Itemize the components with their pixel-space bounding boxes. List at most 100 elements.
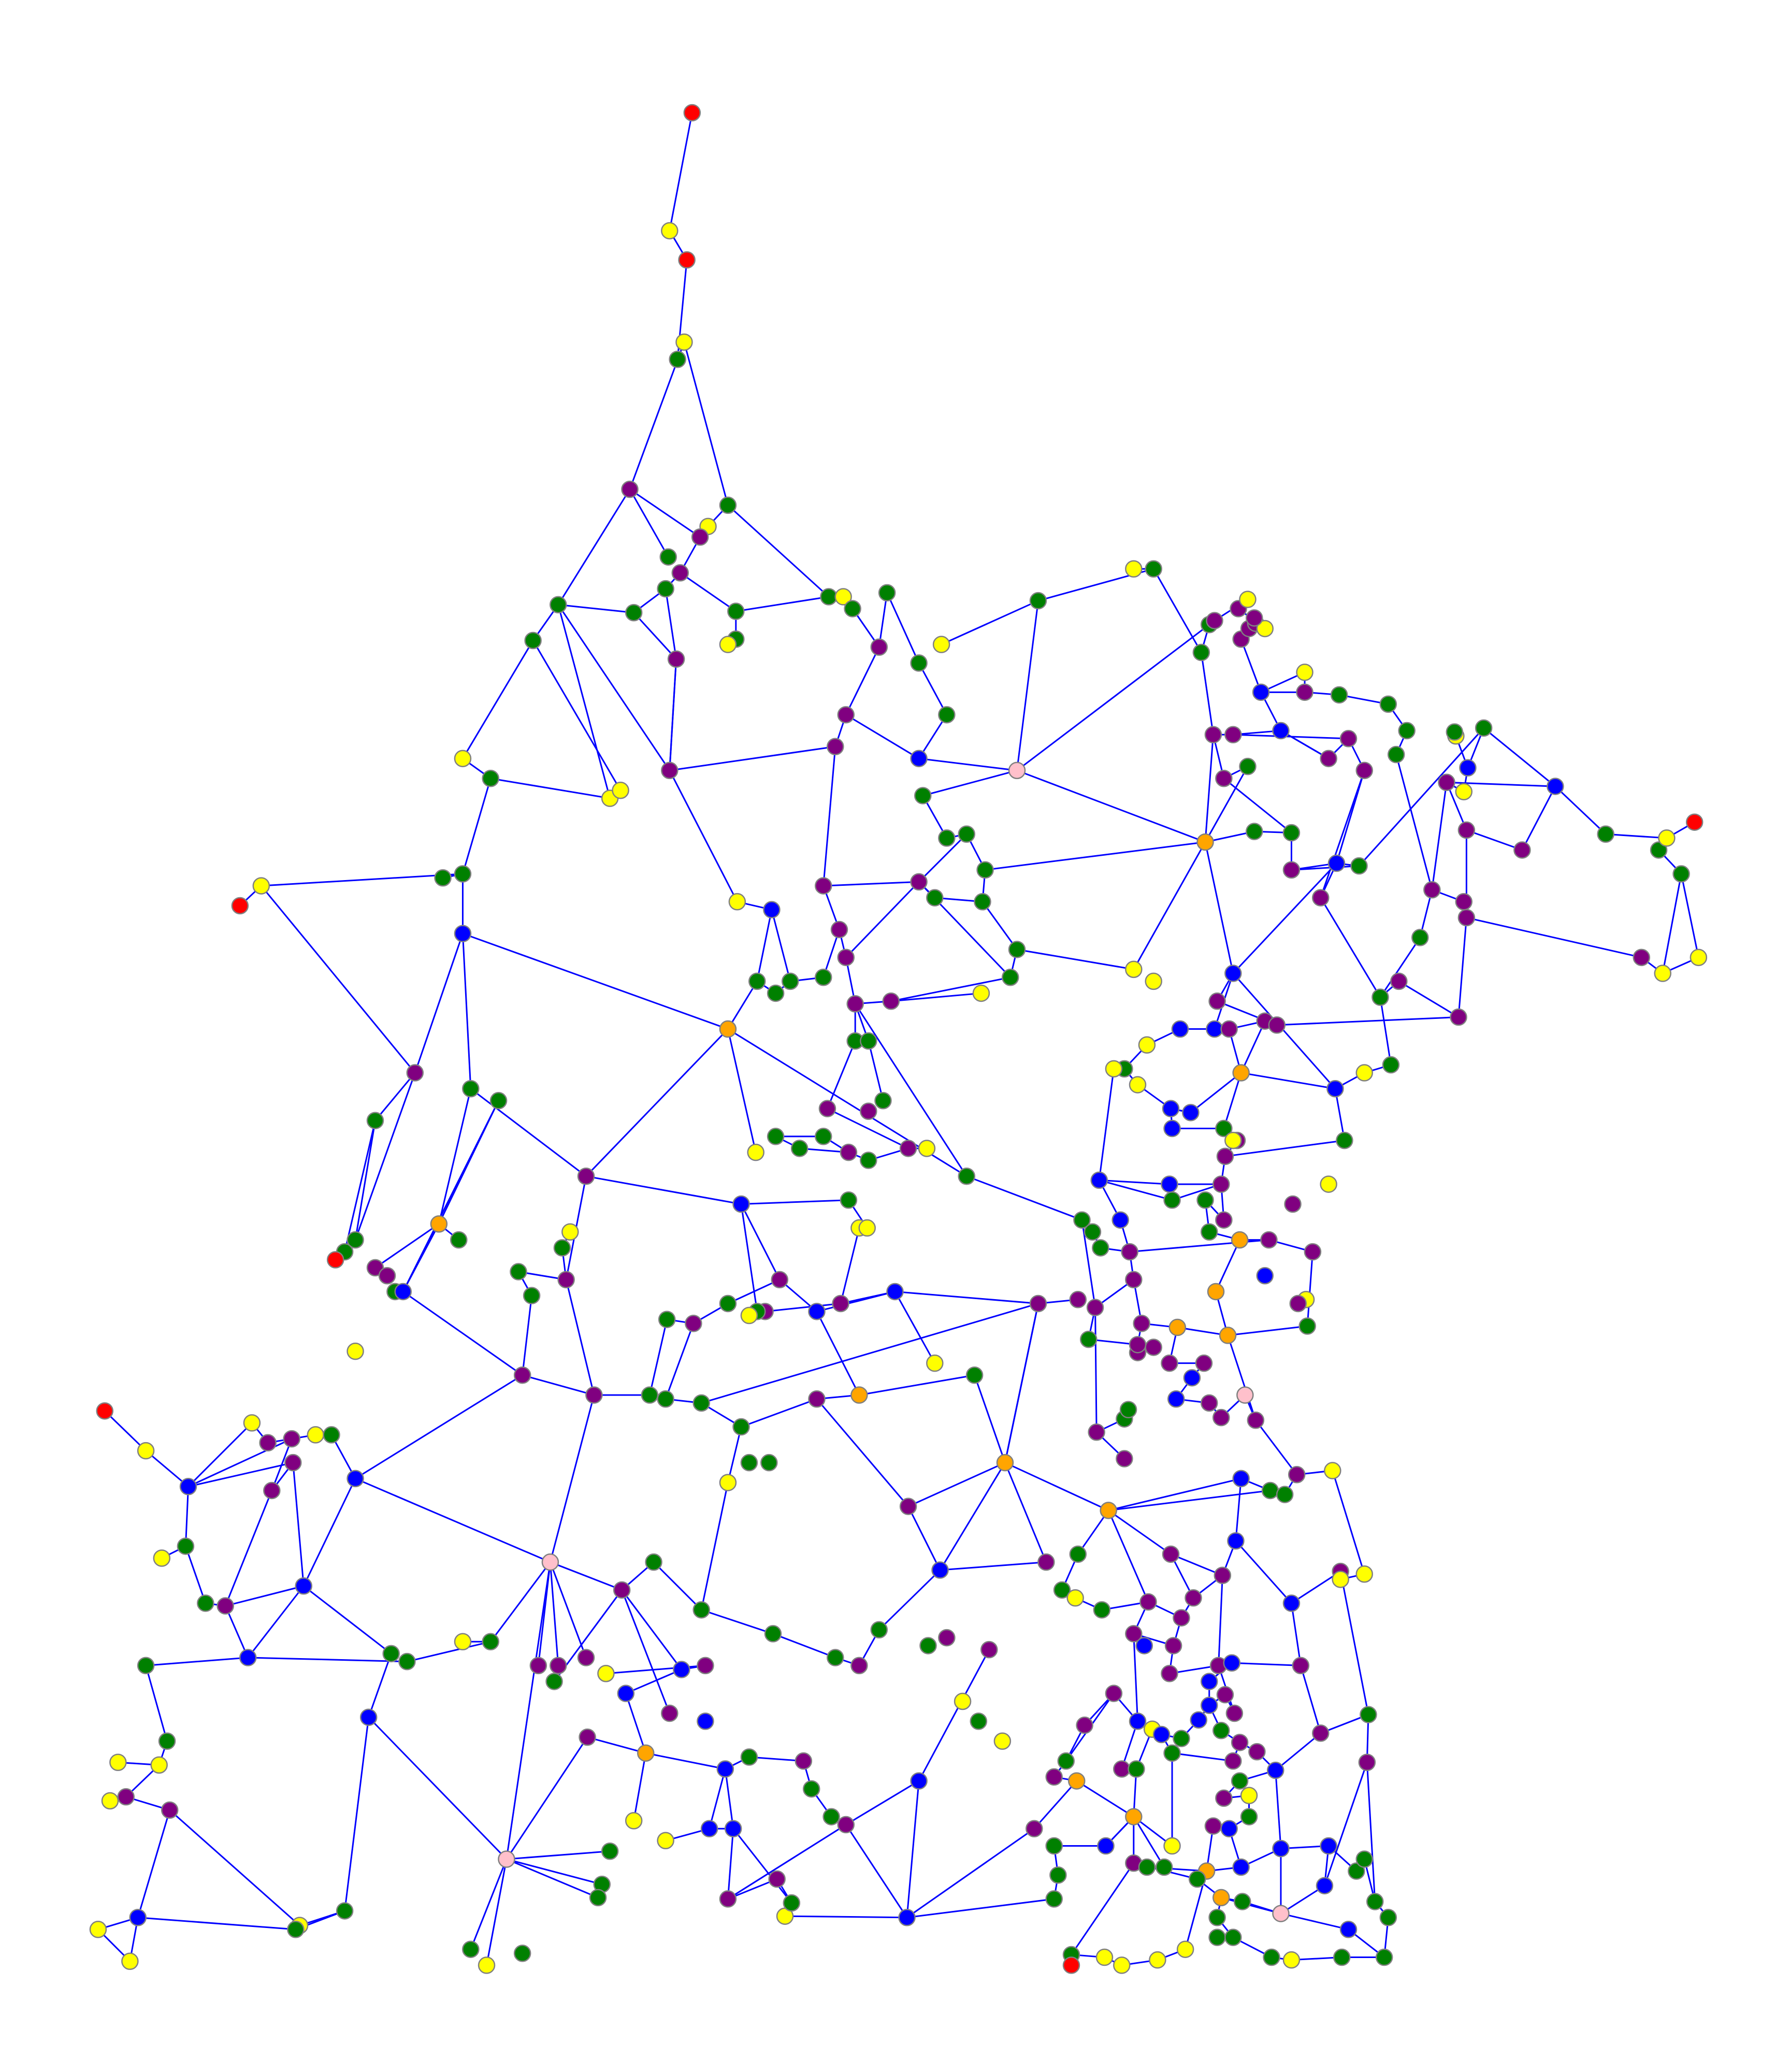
- graph-edge: [1094, 1307, 1098, 1432]
- graph-node-purple: [613, 1581, 631, 1599]
- graph-edge: [557, 488, 631, 606]
- graph-node-yellow: [307, 1426, 325, 1444]
- graph-edge: [918, 833, 968, 883]
- graph-node-purple: [1216, 1686, 1234, 1704]
- graph-node-orange: [1207, 1283, 1225, 1301]
- graph-node-purple: [1312, 1724, 1330, 1742]
- graph-edge: [878, 1569, 941, 1631]
- graph-node-green: [767, 984, 785, 1002]
- graph-node-purple: [1116, 1450, 1133, 1467]
- graph-node-green: [910, 654, 928, 672]
- graph-edge: [1483, 727, 1556, 787]
- graph-edge: [1680, 873, 1699, 958]
- graph-node-green: [767, 1128, 785, 1145]
- graph-node-purple: [1304, 1243, 1322, 1261]
- graph-node-yellow: [1163, 1837, 1181, 1855]
- graph-node-purple: [1457, 821, 1476, 839]
- graph-node-green: [974, 893, 991, 911]
- graph-node-yellow: [719, 1474, 737, 1491]
- graph-node-purple: [1208, 992, 1226, 1010]
- graph-edge: [749, 1756, 804, 1762]
- graph-node-yellow: [1324, 1462, 1341, 1479]
- graph-edge: [1291, 865, 1360, 871]
- graph-edge: [558, 603, 634, 614]
- graph-node-green: [827, 1649, 844, 1666]
- graph-node-blue: [347, 1470, 364, 1488]
- graph-node-green: [1119, 1401, 1137, 1419]
- graph-edge: [438, 1088, 472, 1225]
- graph-node-yellow: [454, 750, 472, 768]
- graph-edge: [374, 1223, 440, 1269]
- graph-node-green: [1276, 1486, 1294, 1503]
- graph-node-purple: [840, 1143, 858, 1161]
- graph-edge: [1240, 1020, 1266, 1073]
- graph-node-yellow: [109, 1753, 127, 1771]
- graph-node-blue: [179, 1478, 197, 1495]
- graph-edge: [1255, 1419, 1297, 1475]
- graph-node-purple: [1457, 909, 1476, 927]
- graph-node-yellow: [740, 1306, 758, 1325]
- graph-node-green: [1073, 1211, 1091, 1229]
- graph-node-purple: [671, 564, 689, 582]
- graph-node-purple: [1220, 1020, 1238, 1038]
- graph-edge: [145, 1450, 189, 1487]
- graph-node-yellow: [1332, 1571, 1349, 1588]
- graph-node-purple: [1438, 773, 1455, 792]
- graph-node-purple: [1339, 730, 1358, 747]
- graph-node-green: [450, 1231, 468, 1249]
- graph-edge: [565, 1279, 595, 1395]
- graph-edge: [374, 1072, 416, 1121]
- graph-edge: [1099, 1179, 1170, 1185]
- graph-node-yellow: [1138, 1036, 1156, 1054]
- graph-node-yellow: [1149, 1951, 1166, 1969]
- graph-edge: [506, 1562, 551, 1860]
- graph-edge: [985, 841, 1206, 871]
- graph-edge: [1076, 1780, 1134, 1818]
- graph-edge: [506, 1858, 599, 1898]
- graph-node-purple: [1125, 1271, 1143, 1289]
- graph-edge: [727, 981, 758, 1030]
- graph-node-blue: [1320, 1837, 1337, 1855]
- graph-edge: [727, 1029, 757, 1153]
- graph-node-yellow: [1320, 1175, 1337, 1193]
- graph-node-blue: [1097, 1837, 1115, 1855]
- graph-node-green: [1155, 1858, 1173, 1876]
- graph-edge: [906, 1828, 1035, 1918]
- graph-edge: [1366, 1762, 1376, 1902]
- graph-node-green: [938, 706, 956, 724]
- graph-node-purple: [1214, 1566, 1232, 1585]
- graph-node-green: [1069, 1545, 1087, 1563]
- graph-edge: [1107, 1510, 1149, 1603]
- graph-node-yellow: [1129, 1076, 1147, 1093]
- graph-node-purple: [577, 1649, 595, 1666]
- graph-node-yellow: [932, 636, 950, 653]
- graph-edge: [1071, 1862, 1135, 1955]
- graph-node-green: [1350, 857, 1368, 875]
- graph-node-blue: [1252, 683, 1270, 701]
- graph-node-purple: [1173, 1609, 1190, 1627]
- graph-node-yellow: [137, 1442, 155, 1460]
- graph-node-green: [482, 769, 499, 787]
- graph-edge: [1320, 770, 1365, 898]
- graph-node-yellow: [918, 1140, 936, 1157]
- graph-node-purple: [1312, 889, 1330, 906]
- graph-node-purple: [1026, 1820, 1043, 1837]
- graph-edge: [701, 1303, 1038, 1404]
- graph-node-green: [719, 1294, 737, 1313]
- graph-node-purple: [1224, 1752, 1242, 1770]
- graph-node-purple: [1125, 1625, 1143, 1643]
- graph-edge: [1395, 754, 1433, 890]
- graph-edge: [629, 488, 701, 538]
- graph-edge: [941, 600, 1039, 645]
- graph-node-pink: [498, 1850, 515, 1868]
- graph-node-purple: [1076, 1716, 1093, 1734]
- graph-node-green: [1045, 1837, 1063, 1855]
- graph-edge: [727, 1427, 742, 1483]
- graph-node-blue: [617, 1685, 635, 1702]
- graph-edge: [1334, 1088, 1346, 1141]
- graph-node-purple: [850, 1657, 868, 1675]
- graph-node-purple: [1037, 1553, 1055, 1571]
- graph-edge: [665, 1323, 695, 1400]
- graph-edge: [1320, 897, 1381, 998]
- graph-node-green: [860, 1152, 877, 1169]
